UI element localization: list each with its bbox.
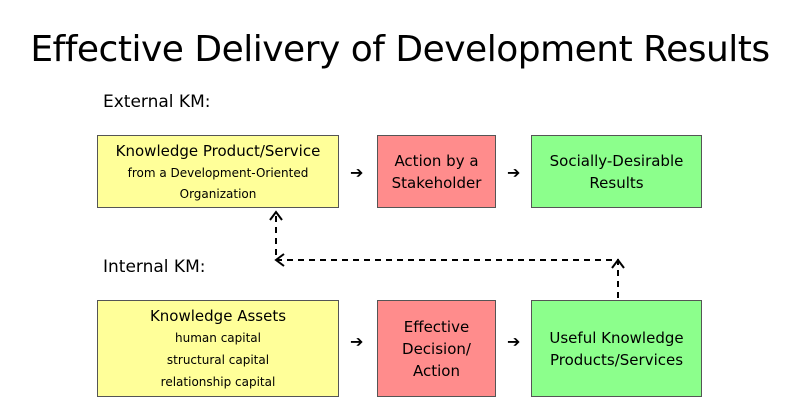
external-km-label: External KM: xyxy=(103,92,211,112)
knowledge-product-service-box: Knowledge Product/Service from a Develop… xyxy=(97,135,339,208)
action-by-stakeholder-line-2: Stakeholder xyxy=(391,173,482,192)
page-title: Effective Delivery of Development Result… xyxy=(30,29,770,70)
action-by-stakeholder-box: Action by a Stakeholder xyxy=(377,135,496,208)
internal-km-label: Internal KM: xyxy=(103,257,206,277)
feedback-left-arrowhead xyxy=(274,253,285,267)
knowledge-product-service-title: Knowledge Product/Service xyxy=(115,141,321,160)
feedback-up-arrowhead-right xyxy=(611,258,625,269)
knowledge-assets-sub-1: human capital xyxy=(175,330,261,345)
right-arrow-icon: ➔ xyxy=(350,163,364,182)
socially-desirable-results-line-1: Socially-Desirable xyxy=(549,151,684,170)
useful-knowledge-products-line-2: Products/Services xyxy=(549,350,684,369)
knowledge-product-service-sub-1: from a Development-Oriented xyxy=(127,165,309,180)
knowledge-product-service-sub-2: Organization xyxy=(179,186,257,201)
knowledge-assets-box: Knowledge Assets human capital structura… xyxy=(97,300,339,397)
effective-decision-action-line-1: Effective xyxy=(403,317,470,336)
knowledge-assets-title: Knowledge Assets xyxy=(149,306,287,325)
knowledge-assets-sub-2: structural capital xyxy=(166,352,270,367)
useful-knowledge-products-line-1: Useful Knowledge xyxy=(549,328,684,347)
effective-decision-action-line-3: Action xyxy=(413,361,460,380)
useful-knowledge-products-box: Useful Knowledge Products/Services xyxy=(531,300,702,397)
feedback-connector-line xyxy=(275,214,619,298)
socially-desirable-results-box: Socially-Desirable Results xyxy=(531,135,702,208)
effective-decision-action-line-2: Decision/ xyxy=(402,339,471,358)
feedback-up-arrowhead-left xyxy=(269,210,283,221)
action-by-stakeholder-line-1: Action by a xyxy=(394,151,479,170)
right-arrow-icon: ➔ xyxy=(507,163,521,182)
knowledge-assets-sub-3: relationship capital xyxy=(160,374,276,389)
socially-desirable-results-line-2: Results xyxy=(589,173,644,192)
effective-decision-action-box: Effective Decision/ Action xyxy=(377,300,496,397)
right-arrow-icon: ➔ xyxy=(507,332,521,351)
right-arrow-icon: ➔ xyxy=(350,332,364,351)
